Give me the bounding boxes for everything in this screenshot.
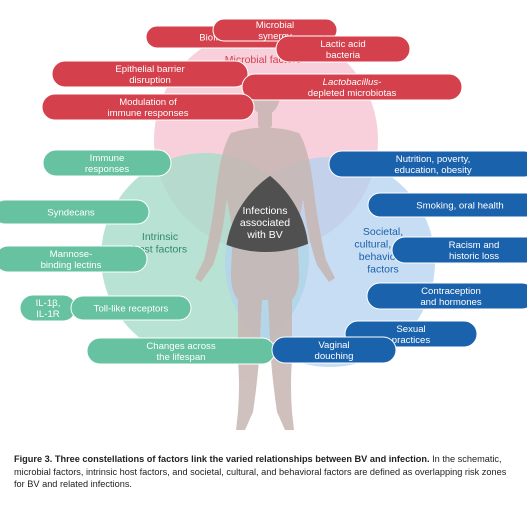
factor-pill-il-1-il-1r: IL-1β,IL-1R bbox=[19, 294, 77, 322]
factor-label: Syndecans bbox=[47, 207, 95, 218]
factor-pill-syndecans: Syndecans bbox=[0, 199, 150, 225]
factor-label: Smoking, oral health bbox=[416, 200, 503, 211]
caption-text: In the schematic, microbial factors, int… bbox=[14, 454, 507, 490]
factor-label: Toll-like receptors bbox=[94, 303, 169, 314]
factor-pill-mannose-binding-lectins: Mannose-binding lectins bbox=[0, 245, 148, 273]
factor-label: IL-1β,IL-1R bbox=[36, 298, 61, 320]
factor-pill-nutrition-poverty-education-obesity: Nutrition, poverty,education, obesity bbox=[328, 150, 527, 178]
factor-label: Nutrition, poverty,education, obesity bbox=[394, 154, 472, 176]
factor-label: Mannose-binding lectins bbox=[41, 249, 102, 271]
factor-pill-toll-like-receptors: Toll-like receptors bbox=[70, 295, 192, 321]
factor-pill-smoking-oral-health: Smoking, oral health bbox=[367, 192, 527, 218]
factor-pill-lactobacillus-depleted-microbiotas: Lactobacillus-depleted microbiotas bbox=[241, 73, 463, 101]
factor-label: Lactobacillus-depleted microbiotas bbox=[308, 77, 397, 99]
figure-caption: Figure 3. Three constellations of factor… bbox=[14, 453, 514, 491]
caption-title: Figure 3. Three constellations of factor… bbox=[14, 454, 430, 464]
